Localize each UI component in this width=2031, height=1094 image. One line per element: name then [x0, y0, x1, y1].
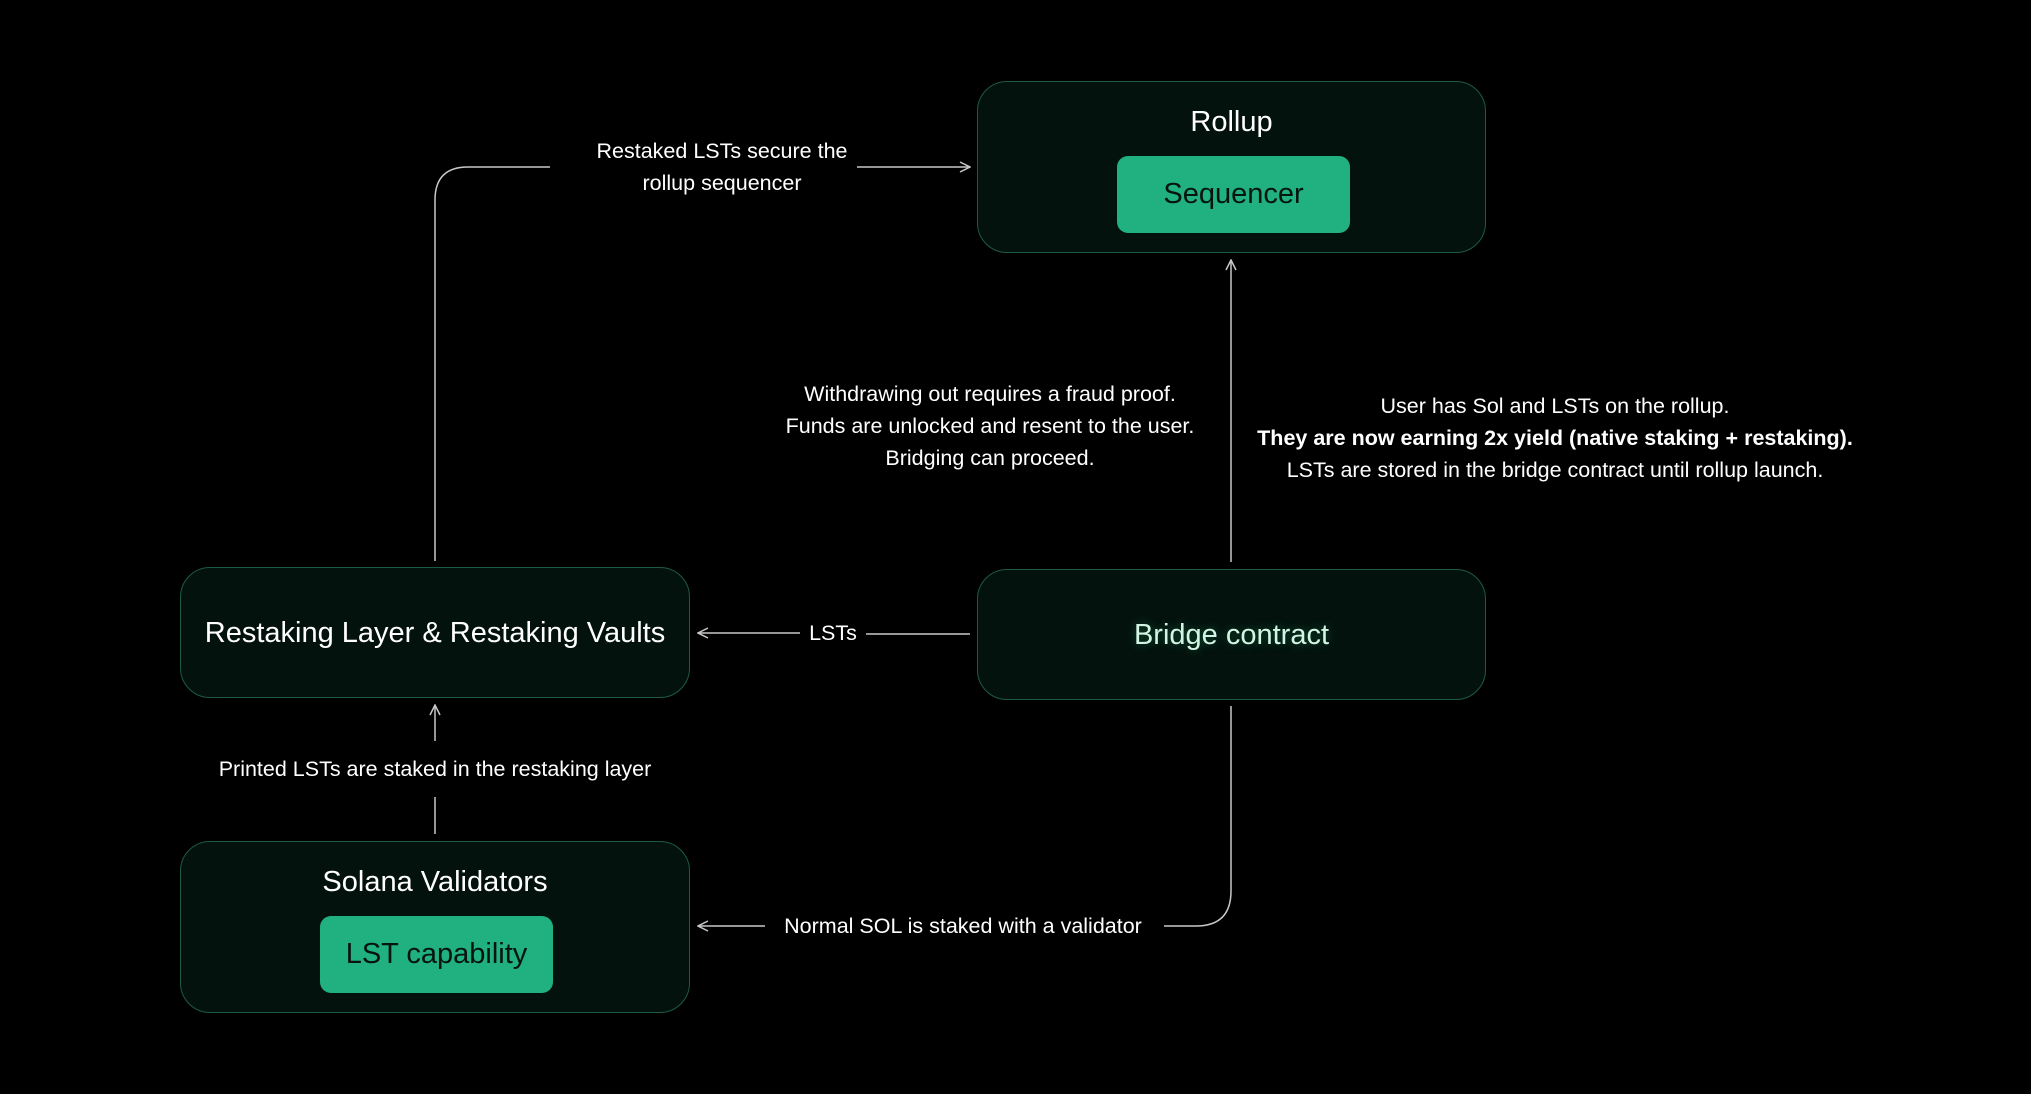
- restaked-lsts-label-line-2: rollup sequencer: [642, 171, 802, 195]
- lst-capability-pill: LST capability: [320, 916, 553, 993]
- bridge-contract-node: Bridge contract: [977, 569, 1486, 700]
- lsts-label: LSTs: [809, 621, 857, 645]
- sequencer-pill: Sequencer: [1117, 156, 1350, 233]
- yield-note-line-3: LSTs are stored in the bridge contract u…: [1286, 458, 1824, 482]
- yield-note-line-2: They are now earning 2x yield (native st…: [1257, 426, 1853, 450]
- rollup-title: Rollup: [1190, 106, 1273, 138]
- rollup-node: Rollup Sequencer: [977, 81, 1486, 253]
- restaked-lsts-label-line-1: Restaked LSTs secure the: [596, 139, 848, 163]
- withdraw-note-line-1: Withdrawing out requires a fraud proof.: [804, 382, 1176, 406]
- yield-note-line-1: User has Sol and LSTs on the rollup.: [1380, 394, 1730, 418]
- printed-lsts-label: Printed LSTs are staked in the restaking…: [218, 757, 652, 781]
- normal-sol-label: Normal SOL is staked with a validator: [784, 914, 1142, 938]
- bridge-contract-title: Bridge contract: [1133, 619, 1330, 651]
- withdraw-note: Withdrawing out requires a fraud proof. …: [740, 378, 1240, 474]
- solana-validators-title: Solana Validators: [322, 866, 548, 898]
- withdraw-note-line-3: Bridging can proceed.: [885, 446, 1095, 470]
- restaked-lsts-label: Restaked LSTs secure the rollup sequence…: [562, 135, 882, 199]
- restaking-layer-title: Restaking Layer & Restaking Vaults: [204, 617, 666, 649]
- solana-validators-node: Solana Validators LST capability: [180, 841, 690, 1013]
- withdraw-note-line-2: Funds are unlocked and resent to the use…: [785, 414, 1195, 438]
- yield-note: User has Sol and LSTs on the rollup. The…: [1210, 390, 1900, 486]
- edge-restaking-to-rollup-line-a: [434, 166, 550, 561]
- restaking-layer-node: Restaking Layer & Restaking Vaults: [180, 567, 690, 698]
- edge-bridge-to-validators-line-a: [1164, 706, 1232, 927]
